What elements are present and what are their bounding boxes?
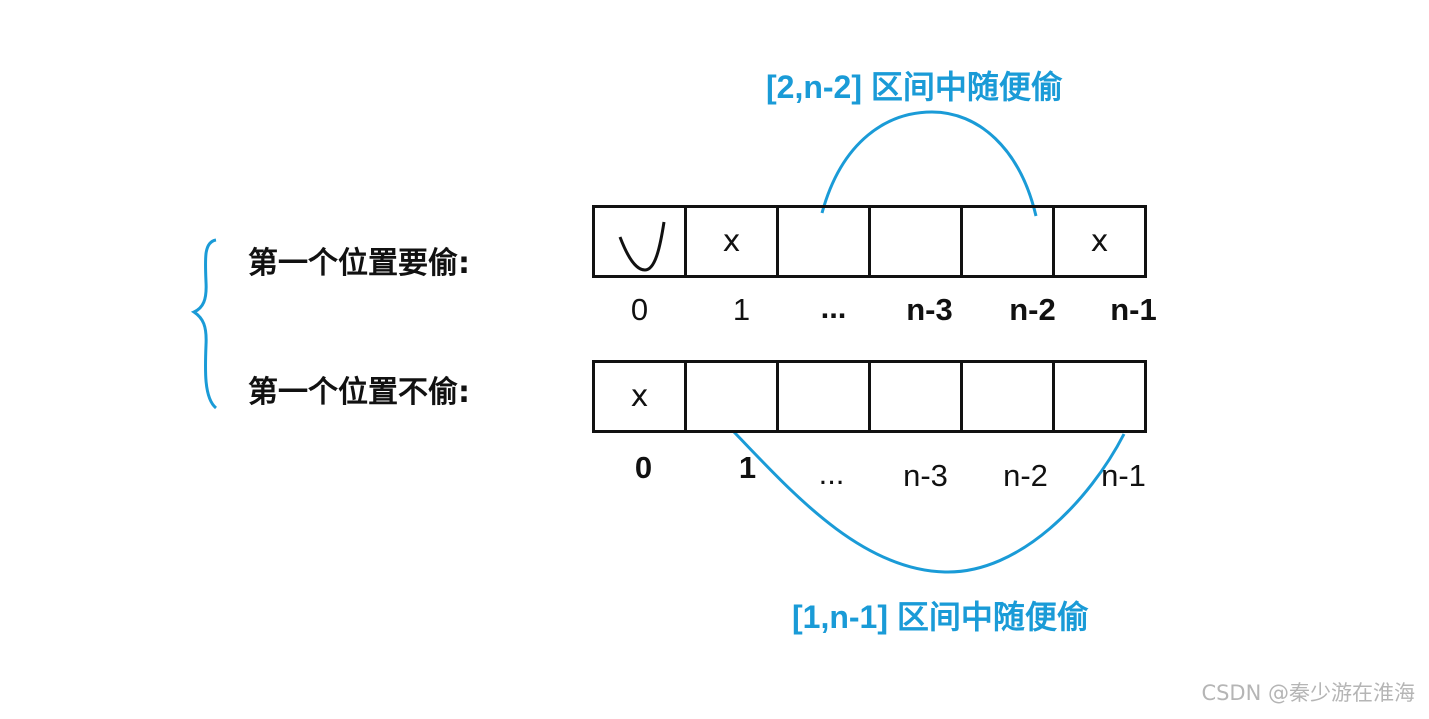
watermark: CSDN @秦少游在淮海 <box>1201 681 1415 705</box>
top-index-5: n-1 <box>1110 292 1157 327</box>
top-interval-arc <box>820 110 1038 217</box>
bottom-index-1: 1 <box>738 450 757 485</box>
bottom-index-0: 0 <box>634 450 653 485</box>
bottom-cell-0: x <box>592 360 687 433</box>
bottom-cell-1 <box>684 360 779 433</box>
bottom-index-5: n-1 <box>1101 458 1146 493</box>
top-index-1: 1 <box>732 292 751 327</box>
top-index-4: n-2 <box>1009 292 1056 327</box>
top-array: x x <box>592 205 1147 278</box>
bottom-array: x <box>592 360 1147 433</box>
bottom-cell-3 <box>868 360 963 433</box>
bottom-cell-2 <box>776 360 871 433</box>
top-cell-0 <box>592 205 687 278</box>
bottom-cell-5 <box>1052 360 1147 433</box>
bottom-cell-4 <box>960 360 1055 433</box>
bottom-index-2: ... <box>818 456 845 491</box>
top-cell-3 <box>868 205 963 278</box>
top-interval-label: [2,n-2] 区间中随便偷 <box>766 69 1063 105</box>
top-cell-1: x <box>684 205 779 278</box>
bottom-interval-label: [1,n-1] 区间中随便偷 <box>792 599 1089 635</box>
steal-first-label: 第一个位置要偷: <box>248 246 470 281</box>
skip-first-label: 第一个位置不偷: <box>248 375 470 410</box>
left-brace <box>190 238 218 410</box>
bottom-index-4: n-2 <box>1003 458 1048 493</box>
top-index-0: 0 <box>630 292 649 327</box>
check-mark <box>618 221 666 272</box>
top-index-2: ... <box>820 290 847 325</box>
top-index-3: n-3 <box>906 292 953 327</box>
bottom-interval-arc <box>732 430 1126 574</box>
top-cell-5: x <box>1052 205 1147 278</box>
top-cell-4 <box>960 205 1055 278</box>
bottom-index-3: n-3 <box>903 458 948 493</box>
top-cell-2 <box>776 205 871 278</box>
